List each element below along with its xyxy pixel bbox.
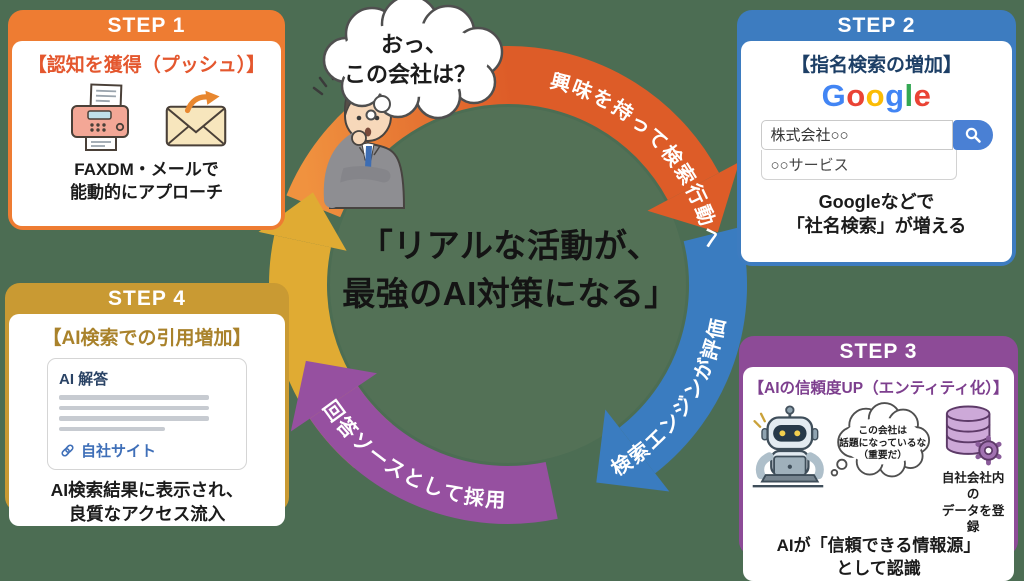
step3-card: STEP 3 【AIの信頼度UP（エンティティ化）】 — [739, 336, 1018, 581]
step4-caption: AI検索結果に表示され、 良質なアクセス流入 — [50, 480, 244, 524]
google-logo-letter: g — [885, 78, 905, 113]
google-logo: Google — [821, 78, 932, 113]
thought-trail-bubble-small — [365, 109, 377, 121]
gear-icon — [975, 435, 1002, 466]
link-icon — [61, 444, 74, 457]
svg-text:（重要だ）: （重要だ） — [858, 448, 907, 461]
google-logo-letter: o — [846, 78, 866, 113]
step1-card: STEP 1 【認知を獲得（プッシュ）】 — [8, 10, 285, 230]
step1-icons — [65, 83, 229, 155]
svg-text:話題になっているな: 話題になっているな — [839, 436, 926, 449]
entity-database: 自社会社内の データを登録 — [938, 404, 1008, 535]
text-line-placeholder — [59, 395, 209, 400]
step2-body: 【指名検索の増加】 Google 株式会社○○ ○○サービス Googleなどで… — [741, 41, 1012, 262]
step1-caption: FAXDM・メールで 能動的にアプローチ — [70, 160, 223, 202]
cycle-diagram: 興味を持って検索行動へ 検索エンジンが評価 回答ソースとして採用 おっ、 この会… — [258, 0, 747, 524]
step1-badge: STEP 1 — [107, 14, 186, 37]
google-search-widget: 株式会社○○ ○○サービス — [760, 119, 993, 180]
hand-on-chin — [351, 130, 367, 146]
step4-card: STEP 4 【AI検索での引用増加】 AI 解答 自社サイト AI検索結果に表… — [5, 283, 289, 527]
step1-title: 【認知を獲得（プッシュ）】 — [27, 55, 266, 76]
search-input[interactable]: 株式会社○○ — [760, 119, 953, 150]
fax-machine-icon — [70, 83, 129, 151]
step2-badge: STEP 2 — [837, 14, 916, 37]
arrowhead-cycle-loop — [258, 192, 347, 251]
eye-left — [356, 115, 362, 121]
center-quote: 「リアルな活動が、 最強のAI対策になる」 — [318, 222, 702, 318]
step4-badge: STEP 4 — [108, 287, 186, 310]
svg-text:この会社は: この会社は — [858, 424, 907, 437]
raised-arm — [323, 132, 364, 208]
google-logo-letter: l — [904, 78, 914, 113]
step4-title: 【AI検索での引用増加】 — [42, 328, 252, 349]
own-site-link[interactable]: 自社サイト — [59, 440, 156, 461]
step1-body: 【認知を獲得（プッシュ）】 — [12, 41, 281, 226]
thought-text-line2: この会社は？ — [344, 62, 476, 87]
database-icon — [946, 405, 1002, 466]
arrowhead-interest-search — [647, 162, 740, 233]
step3-body: 【AIの信頼度UP（エンティティ化）】 — [743, 367, 1014, 581]
infographic-canvas: { "background_color": "#4c6d53", "center… — [5, 0, 1018, 581]
surprised-mouth — [364, 127, 372, 137]
ai-thought-bubble: この会社は 話題になっているな （重要だ） — [830, 402, 931, 478]
arrow-search-engine-evaluates — [619, 227, 747, 474]
thought-trail-bubble-large — [373, 95, 391, 113]
database-caption: 自社会社内の データを登録 — [941, 471, 1005, 534]
arrowhead-search-engine-evaluates — [596, 409, 670, 492]
thought-cloud-fill — [336, 23, 488, 97]
thought-bubble: おっ、 この会社は？ — [322, 0, 504, 121]
ai-answer-title: AI 解答 — [59, 371, 109, 388]
search-button[interactable] — [952, 119, 993, 150]
arrow-adopted-as-source — [309, 385, 558, 524]
ai-answer-card: AI 解答 自社サイト — [47, 358, 247, 470]
google-logo-letter: e — [913, 78, 932, 113]
center-quote-line1: 「リアルな活動が、 — [359, 227, 661, 264]
arrowhead-adopted-as-source — [290, 360, 377, 432]
google-logo-letter: G — [821, 78, 847, 113]
magnifier-icon — [965, 127, 981, 143]
ai-robot-icon — [752, 405, 824, 488]
google-logo-letter: o — [865, 78, 886, 113]
step4-body: 【AI検索での引用増加】 AI 解答 自社サイト AI検索結果に表示され、 良質… — [9, 314, 285, 527]
center-quote-line2: 最強のAI対策になる」 — [342, 274, 678, 312]
text-line-placeholder — [59, 426, 165, 431]
step2-caption: Googleなどで 「社名検索」が増える — [786, 191, 967, 236]
cycle-inner-disc — [330, 107, 686, 463]
thought-text-line1: おっ、 — [381, 32, 447, 57]
step3-illustrations: この会社は 話題になっているな （重要だ） — [743, 398, 1014, 535]
email-envelope-icon — [165, 90, 226, 147]
step3-title: 【AIの信頼度UP（エンティティ化）】 — [748, 380, 1009, 397]
step2-title: 【指名検索の増加】 — [790, 55, 962, 76]
step3-badge: STEP 3 — [839, 340, 918, 363]
text-line-placeholder — [59, 416, 209, 421]
text-line-placeholder — [59, 405, 209, 410]
search-suggestion[interactable]: ○○サービス — [760, 149, 957, 180]
step2-card: STEP 2 【指名検索の増加】 Google 株式会社○○ ○○サービス Go… — [737, 10, 1016, 266]
